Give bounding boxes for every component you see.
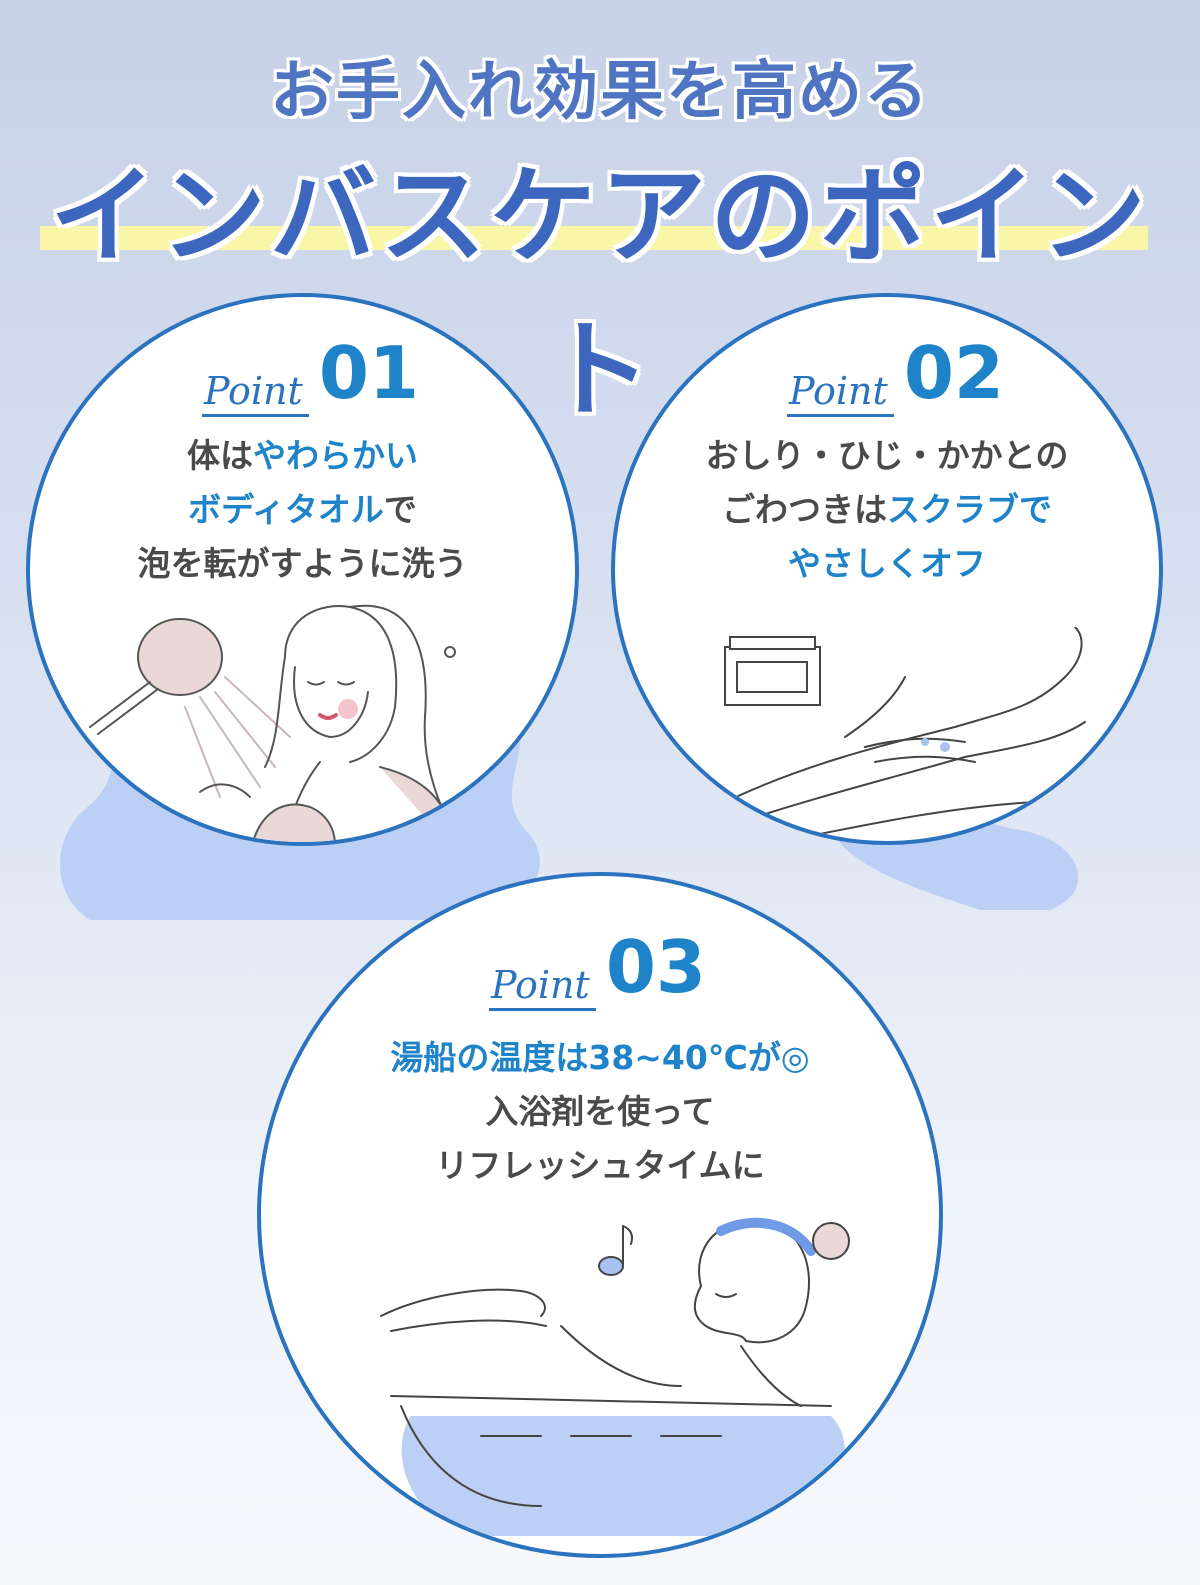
highlight-text: 湯船の温度は38~40℃が◎	[390, 1038, 810, 1077]
legs-scrub-illustration	[715, 627, 1106, 841]
point-number: 02	[903, 331, 1005, 415]
highlight-text: ボディタオル	[188, 490, 384, 529]
point-label: Point	[202, 372, 309, 417]
woman-bathing-illustration	[380, 1217, 850, 1536]
title-area: お手入れ効果を高める インバスケアのポイント	[0, 0, 1200, 432]
highlight-text: やわらかい	[253, 436, 418, 475]
point-text-line: ボディタオルで	[30, 483, 575, 537]
title-highlight-bar	[40, 226, 1148, 250]
point-text-line: 体はやわらかい	[30, 429, 575, 483]
point-number: 01	[318, 331, 420, 415]
point-text-line: 泡を転がすように洗う	[30, 537, 575, 591]
point-01-heading: Point 01	[202, 331, 420, 417]
body-text-segment: で	[383, 490, 417, 529]
body-text-segment: 泡を転がすように洗う	[137, 544, 468, 583]
point-03-circle: Point 03 湯船の温度は38~40℃が◎ 入浴剤を使ってリフレッシュタイムに	[257, 872, 943, 1558]
point-03-heading: Point 03	[489, 925, 707, 1011]
woman-showering-illustration	[89, 604, 459, 842]
music-note-icon	[598, 1225, 633, 1276]
title-line-1: お手入れ効果を高める	[270, 55, 930, 129]
point-02-circle: Point 02 おしり・ひじ・かかとのごわつきはスクラブでやさしくオフ	[611, 293, 1163, 845]
title-line-2: インバスケアのポイント	[50, 155, 1150, 432]
point-text-line: ごわつきはスクラブで	[615, 483, 1159, 537]
point-01-text: 体はやわらかいボディタオルで泡を転がすように洗う	[30, 429, 575, 591]
body-text-segment: おしり・ひじ・かかとの	[705, 436, 1069, 475]
point-02-text: おしり・ひじ・かかとのごわつきはスクラブでやさしくオフ	[615, 429, 1159, 591]
body-text-segment: 入浴剤を使って	[485, 1092, 715, 1131]
body-text-segment: リフレッシュタイムに	[435, 1146, 765, 1185]
point-01-circle: Point 01 体はやわらかいボディタオルで泡を転がすように洗う	[26, 293, 579, 846]
point-03-text: 湯船の温度は38~40℃が◎ 入浴剤を使ってリフレッシュタイムに	[261, 1031, 939, 1193]
body-text-segment: 体は	[187, 436, 253, 475]
highlight-text: スクラブで	[887, 490, 1052, 529]
point-text-line: 入浴剤を使って	[261, 1085, 939, 1139]
point-text-line: 湯船の温度は38~40℃が◎	[261, 1031, 939, 1085]
body-text-segment: ごわつきは	[722, 490, 887, 529]
point-label: Point	[489, 966, 596, 1011]
point-label: Point	[787, 372, 894, 417]
scrub-jar-icon	[724, 636, 821, 706]
point-text-line: おしり・ひじ・かかとの	[615, 429, 1159, 483]
highlight-text: やさしくオフ	[788, 544, 986, 583]
shower-head-icon	[137, 618, 223, 696]
point-text-line: リフレッシュタイムに	[261, 1139, 939, 1193]
point-number: 03	[605, 925, 707, 1009]
point-02-heading: Point 02	[787, 331, 1005, 417]
point-text-line: やさしくオフ	[615, 537, 1159, 591]
